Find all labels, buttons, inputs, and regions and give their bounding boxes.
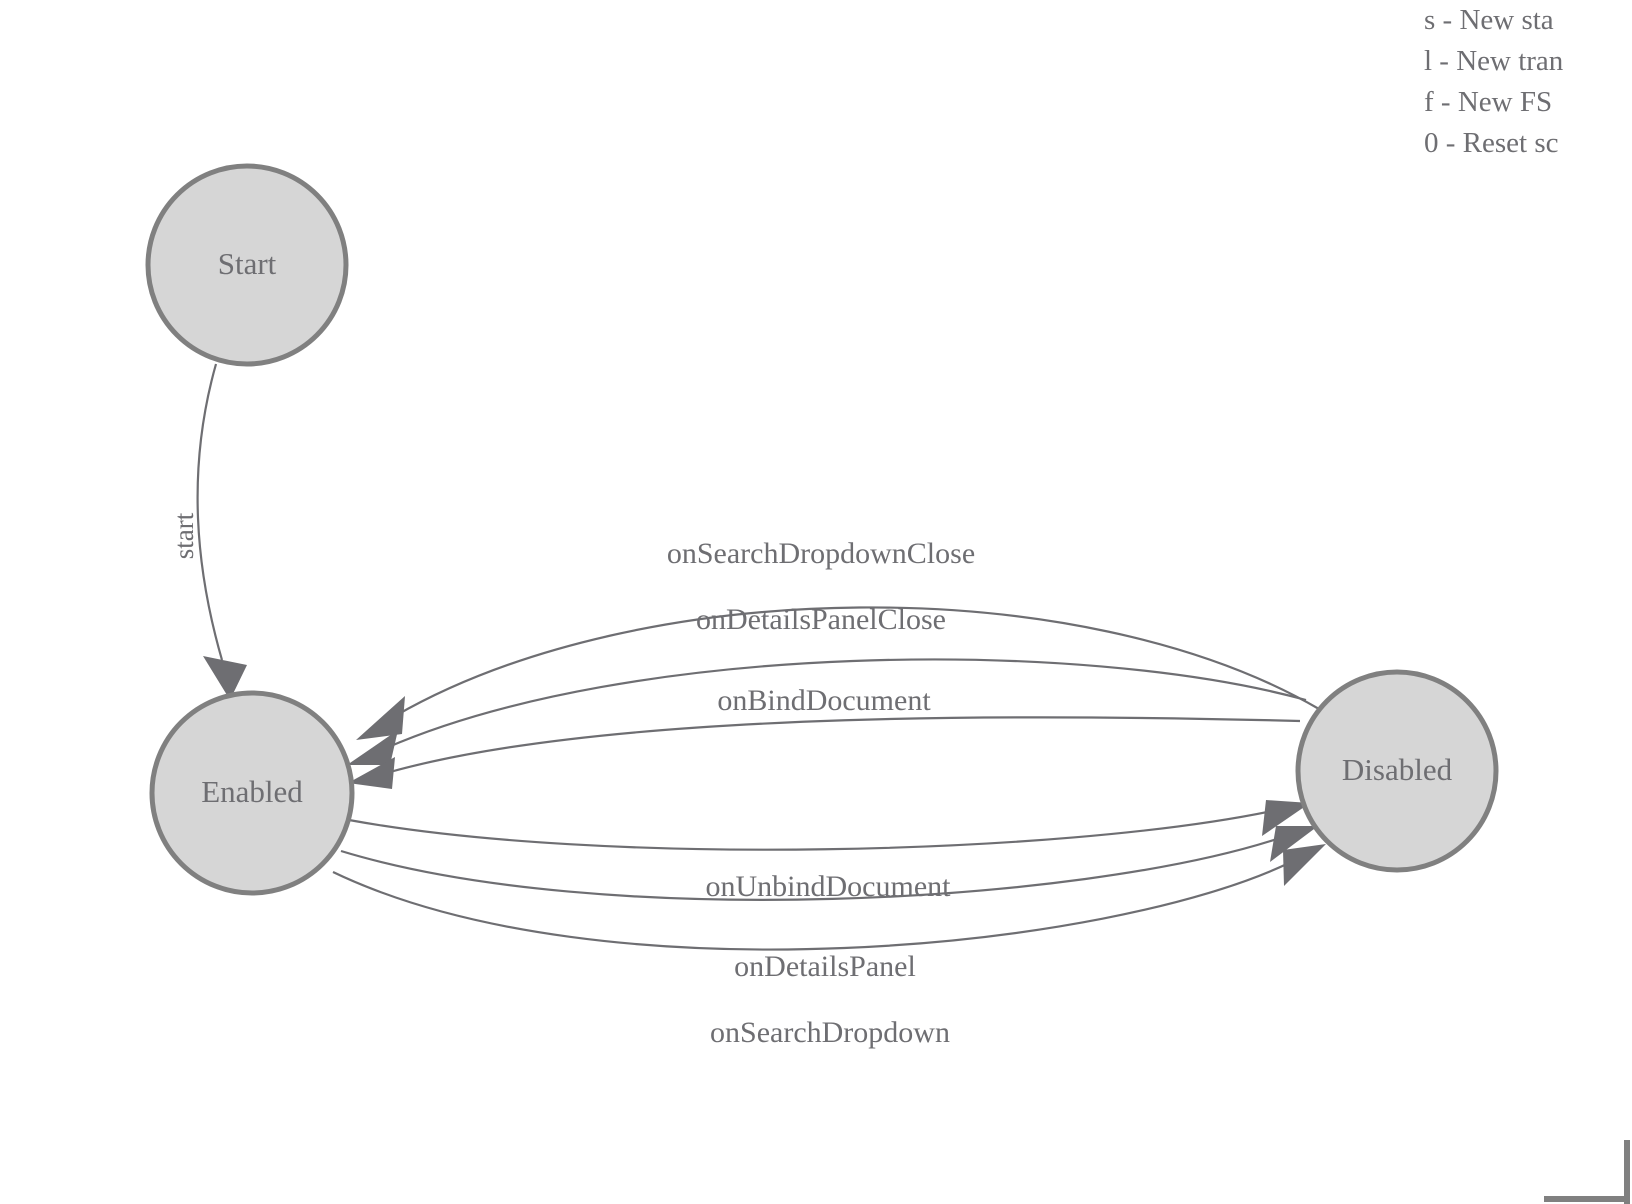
edge-details-panel[interactable]	[340, 826, 1318, 901]
node-enabled[interactable]: Enabled	[149, 690, 355, 896]
node-label-enabled: Enabled	[201, 774, 303, 809]
edge-search-dropdown-close[interactable]	[356, 606, 1320, 740]
edge-path	[389, 716, 1301, 774]
edge-details-panel-close[interactable]	[347, 658, 1307, 765]
node-circle	[149, 690, 355, 896]
scrollbar-corner[interactable]	[1544, 1140, 1632, 1204]
horizontal-scrollbar[interactable]	[1544, 1196, 1626, 1202]
node-disabled[interactable]: Disabled	[1295, 669, 1499, 873]
arrow-head	[347, 730, 398, 765]
edge-label-details-panel-close: onDetailsPanelClose	[696, 603, 946, 636]
node-label-start: Start	[218, 246, 277, 281]
arrow-head	[1283, 844, 1326, 886]
edge-label-start: start	[169, 512, 199, 559]
edge-label-bind-document: onBindDocument	[717, 684, 931, 717]
vertical-scrollbar[interactable]	[1624, 1140, 1630, 1204]
edge-start[interactable]	[196, 363, 247, 700]
edge-path	[348, 809, 1273, 851]
node-circle	[145, 163, 349, 367]
edge-bind-document[interactable]	[348, 716, 1301, 789]
edge-label-unbind-document: onUnbindDocument	[706, 870, 952, 903]
edge-path	[332, 861, 1292, 951]
node-circle	[1295, 669, 1499, 873]
edge-label-search-dropdown: onSearchDropdown	[710, 1016, 950, 1049]
edge-path	[385, 658, 1307, 750]
edge-path	[394, 606, 1320, 717]
edge-path	[196, 363, 224, 661]
arrow-head	[1270, 826, 1318, 862]
arrow-head	[203, 656, 247, 700]
edge-label-search-dropdown-close: onSearchDropdownClose	[667, 537, 975, 570]
node-start[interactable]: Start	[145, 163, 349, 367]
arrow-head	[348, 757, 395, 789]
edge-path	[340, 836, 1281, 901]
arrow-head	[356, 696, 405, 740]
node-label-disabled: Disabled	[1342, 752, 1453, 787]
edge-label-details-panel: onDetailsPanel	[734, 950, 916, 983]
arrow-head	[1262, 800, 1310, 836]
edge-search-dropdown[interactable]	[332, 844, 1326, 951]
edge-unbind-document[interactable]	[348, 800, 1310, 851]
